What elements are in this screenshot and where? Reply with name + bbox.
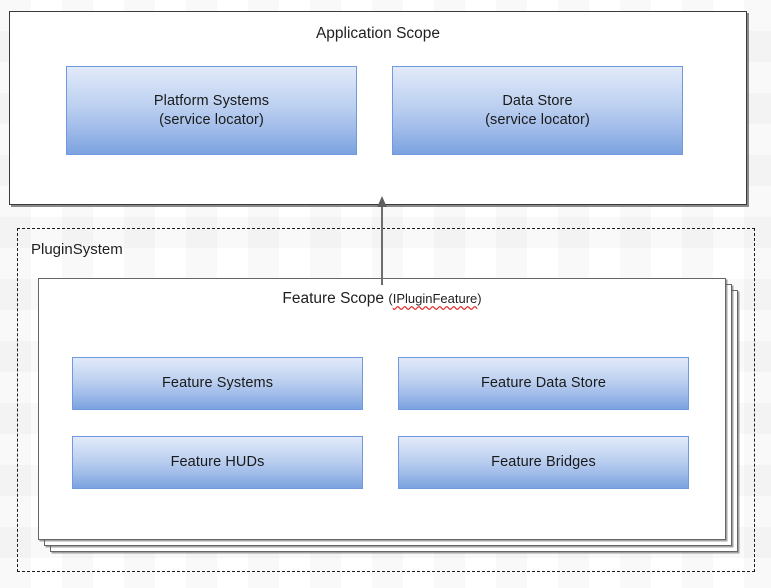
card-data-store-line1: Data Store (502, 92, 573, 109)
card-platform-systems[interactable]: Platform Systems (service locator) (66, 66, 357, 155)
plugin-system-label: PluginSystem (31, 241, 123, 258)
card-feature-systems-label: Feature Systems (161, 375, 274, 391)
feature-scope-title-paren-close: ) (477, 291, 482, 306)
card-feature-huds[interactable]: Feature HUDs (72, 436, 363, 489)
feature-scope-title-paren-open: ( (388, 291, 393, 306)
card-feature-systems[interactable]: Feature Systems (72, 357, 363, 410)
plugin-system-container[interactable] (17, 228, 755, 572)
card-feature-bridges[interactable]: Feature Bridges (398, 436, 689, 489)
card-data-store-line2: (service locator) (485, 111, 590, 128)
card-platform-systems-line2: (service locator) (159, 111, 264, 128)
feature-scope-title-text: Feature Scope (282, 290, 385, 307)
card-feature-huds-label: Feature HUDs (170, 454, 265, 470)
feature-scope-interface-name: IPluginFeature (392, 291, 478, 306)
application-scope-title: Application Scope (315, 25, 441, 42)
card-feature-data-store[interactable]: Feature Data Store (398, 357, 689, 410)
feature-scope-title: Feature Scope (IPluginFeature) (38, 290, 726, 308)
card-platform-systems-line1: Platform Systems (153, 92, 270, 109)
card-feature-bridges-label: Feature Bridges (491, 454, 596, 470)
card-data-store[interactable]: Data Store (service locator) (392, 66, 683, 155)
card-feature-data-store-label: Feature Data Store (480, 375, 607, 391)
